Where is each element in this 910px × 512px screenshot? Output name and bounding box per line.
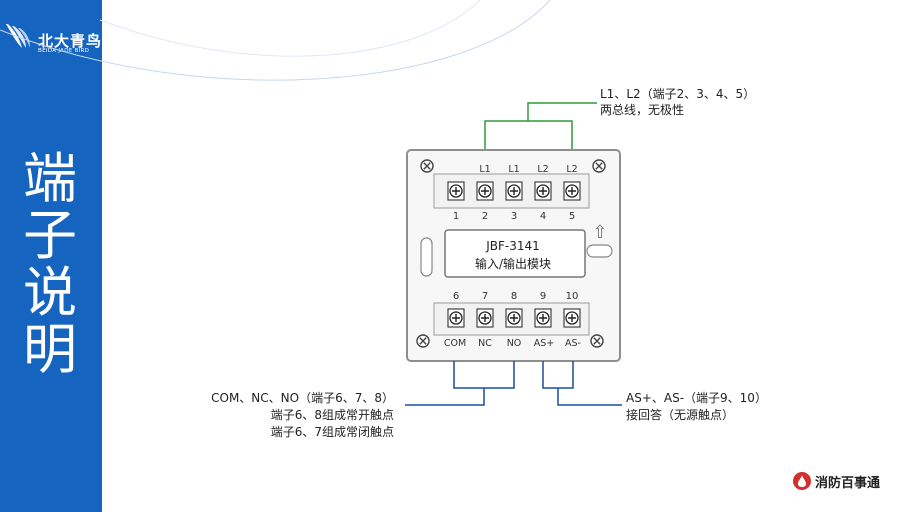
mount-screw-icon [590,334,604,348]
top-terminal-label: L1 [479,164,490,175]
bottom-terminal-label: AS+ [534,338,555,349]
ack-annotation-line2: 接回答（无源触点） [626,408,735,422]
logo-text: 北大青鸟 [38,32,102,50]
top-terminal-number: 4 [540,211,546,222]
top-terminal-number: 2 [482,211,488,222]
bottom-terminal-number: 7 [482,291,488,302]
page-title: 端 子 说 明 [14,150,86,378]
relay-annotation-line3: 端子6、7组成常闭触点 [270,425,394,439]
terminal-screw-icon [447,181,465,201]
terminal-screw-icon [505,181,523,201]
bottom-terminal-number: 6 [453,291,459,302]
ack-wire [542,361,622,406]
terminal-screw-icon [476,181,494,201]
module-name: 输入/输出模块 [475,256,551,271]
relay-annotation-line1: COM、NC、NO（端子6、7、8） [211,391,394,405]
top-terminal-label: L2 [566,164,577,175]
brand-logo: 消防百事通 [792,471,880,491]
ack-annotation-line1: AS+、AS-（端子9、10） [626,391,767,405]
bottom-terminal-number: 8 [511,291,517,302]
sidebar: 北大青鸟 BEIDA JADE BIRD 端 子 说 明 [0,0,102,512]
top-terminal-label: L1 [508,164,519,175]
module-model: JBF-3141 [485,239,540,253]
relay-annotation-line2: 端子6、8组成常开触点 [270,408,394,422]
bottom-terminal-number: 9 [540,291,546,302]
jade-bird-logo-icon [6,24,30,48]
bottom-terminal-label: NC [478,338,492,349]
right-slot [586,244,613,258]
bus-wire [484,102,597,150]
bottom-terminal-label: AS- [565,338,581,349]
bus-annotation-line1: L1、L2（端子2、3、4、5） [600,87,756,101]
title-char: 明 [23,318,77,381]
top-terminal-number: 3 [511,211,517,222]
decor-arc [99,0,481,57]
title-char: 子 [23,204,77,267]
left-slot [420,237,433,277]
relay-wire [405,361,515,406]
bus-annotation-line2: 两总线，无极性 [600,103,685,117]
fire-brand-icon [793,472,811,490]
top-terminal-number: 1 [453,211,459,222]
terminal-screw-icon [534,181,552,201]
terminal-screw-icon [563,308,581,328]
terminal-screw-icon [563,181,581,201]
up-arrow-icon: ⇧ [592,222,607,243]
title-char: 说 [23,261,77,324]
title-char: 端 [23,147,77,210]
terminal-screw-icon [534,308,552,328]
top-terminal-number: 5 [569,211,575,222]
mount-screw-icon [416,334,430,348]
terminal-screw-icon [447,308,465,328]
bottom-terminal-label: NO [507,338,522,349]
bottom-terminal-label: COM [444,338,466,349]
logo-subtext: BEIDA JADE BIRD [38,48,90,54]
brand-name: 消防百事通 [815,475,881,491]
module-label-box [444,229,586,278]
mount-screw-icon [592,159,606,173]
decor-arc [0,0,551,81]
terminal-screw-icon [505,308,523,328]
top-terminal-label: L2 [537,164,548,175]
bottom-terminal-number: 10 [566,291,579,302]
terminal-screw-icon [476,308,494,328]
mount-screw-icon [420,159,434,173]
